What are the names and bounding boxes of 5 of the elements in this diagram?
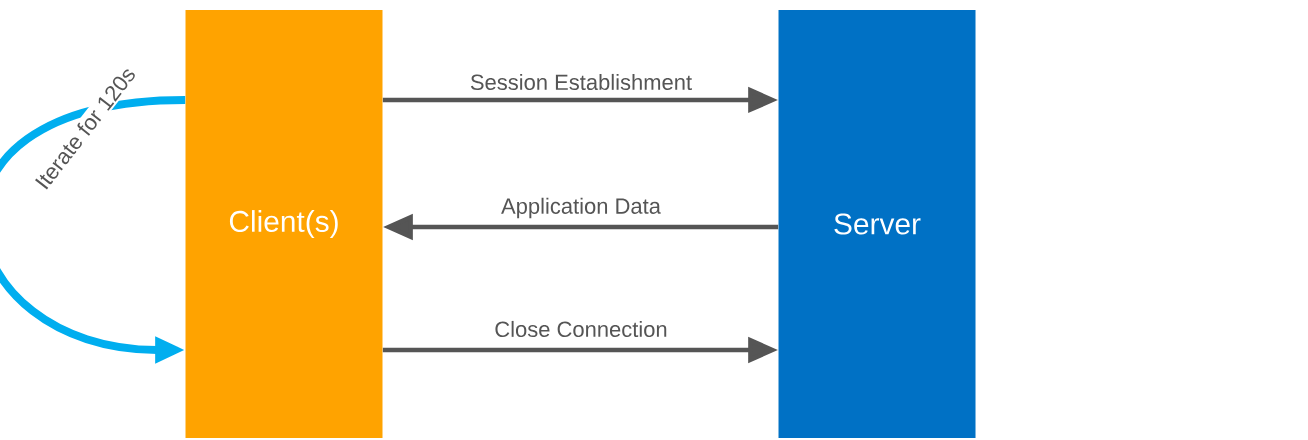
edge-label: Application Data: [499, 196, 663, 220]
edge-label: Close Connection: [492, 319, 670, 339]
client-box: Client(s): [185, 10, 383, 438]
server-box: Server: [778, 10, 976, 438]
edge-label: Session Establishment: [468, 72, 694, 92]
